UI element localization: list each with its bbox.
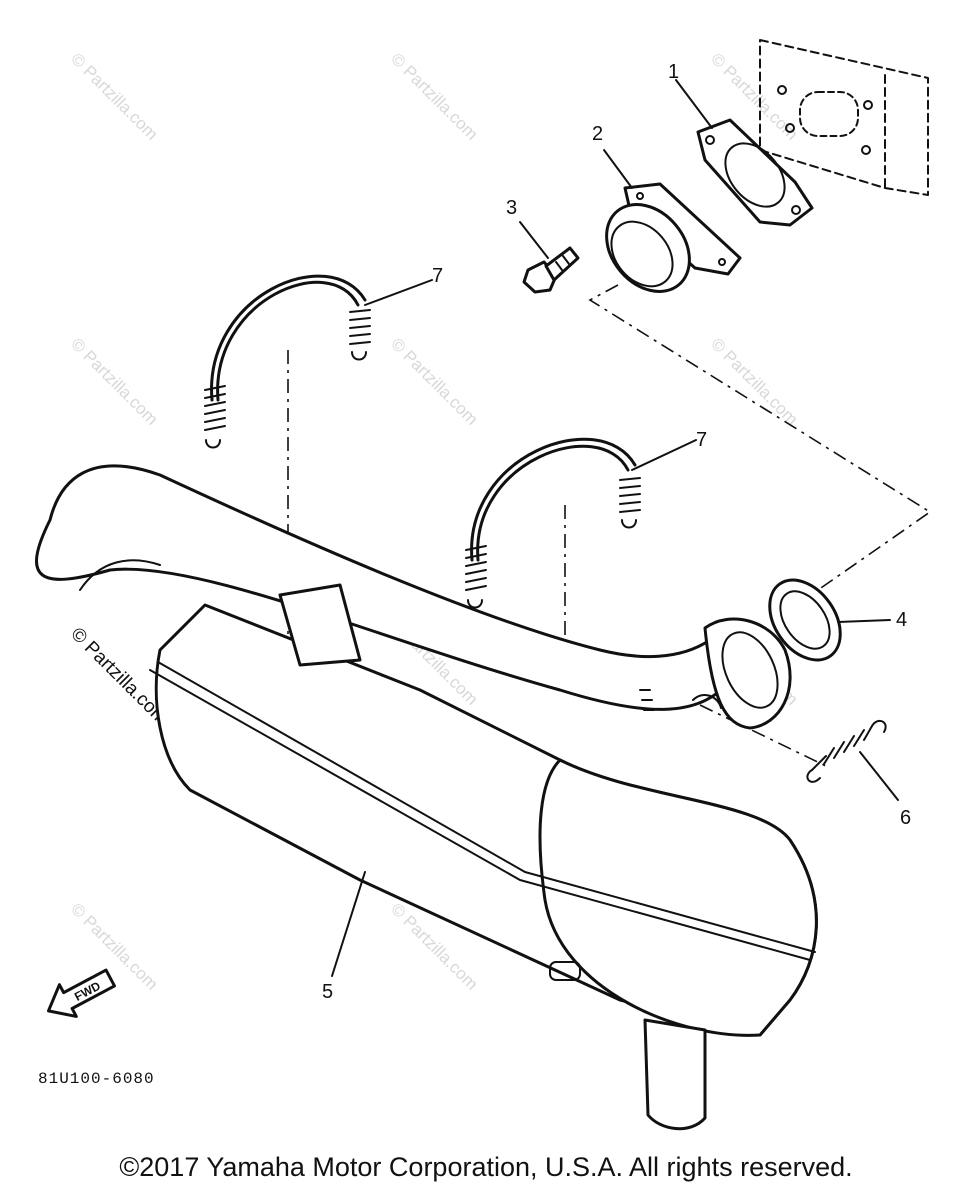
cylinder-flange (759, 39, 929, 196)
spring-part-7-upper (204, 274, 371, 449)
spring-part-6 (806, 719, 887, 783)
watermark: © Partzilla.com (67, 49, 161, 143)
callouts: 1 2 3 4 5 6 7 7 (322, 61, 911, 1003)
callout-2: 2 (592, 123, 603, 145)
muffler-part-5 (149, 603, 818, 1131)
callout-7-lower: 7 (696, 429, 707, 451)
figure-code: 81U100-6080 (38, 1070, 155, 1088)
watermark: © Partzilla.com (67, 899, 161, 993)
fwd-arrow-icon: FWD (46, 968, 116, 1018)
callout-5: 5 (322, 981, 333, 1003)
watermark: © Partzilla.com (387, 49, 481, 143)
watermark: © Partzilla.com (387, 334, 481, 428)
callout-6: 6 (900, 807, 911, 829)
callout-1: 1 (668, 61, 679, 83)
gasket-part-1 (696, 118, 814, 227)
callout-4: 4 (896, 609, 907, 631)
callout-3: 3 (506, 197, 517, 219)
copyright-notice: ©2017 Yamaha Motor Corporation, U.S.A. A… (119, 1152, 853, 1182)
leader-lines (331, 79, 899, 977)
spring-part-7-lower (465, 437, 641, 609)
gasket-ring-part-4 (768, 578, 842, 662)
manifold-part-2 (605, 182, 742, 293)
watermark: © Partzilla.com (67, 334, 161, 428)
bolt-part-3 (522, 246, 580, 294)
callout-7-upper: 7 (432, 265, 443, 287)
exhaust-pipe (35, 464, 792, 730)
